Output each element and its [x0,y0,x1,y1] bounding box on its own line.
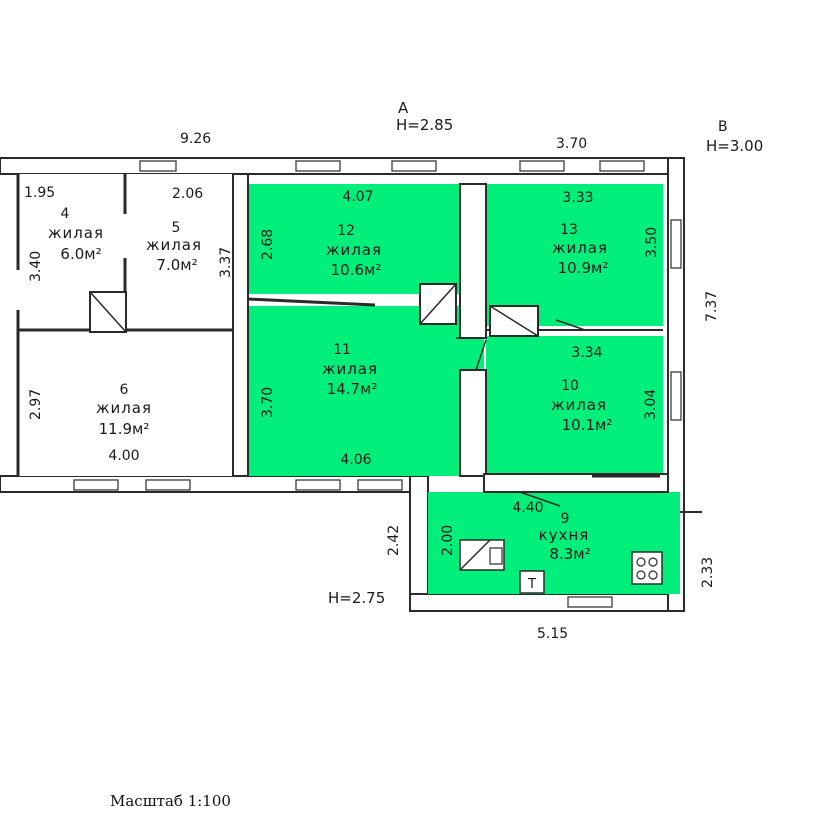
dim-annex-right: 2.33 [700,557,716,588]
room-9-height: 2.00 [440,525,456,556]
room-9-number: 9 [561,511,570,527]
room-13-width: 3.33 [562,190,593,206]
room-10-height: 3.04 [643,389,659,420]
room-9-width: 4.40 [512,500,543,516]
overall-dimensions: 9.26 3.70 5.15 7.37 2.42 2.33 [180,131,720,642]
room-10-type: жилая [551,396,607,414]
room-fills [18,174,680,594]
interior-walls [16,173,669,507]
window [670,371,682,421]
room-12-area: 10.6м² [331,261,382,279]
room-4-type: жилая [48,224,104,242]
room-4-area: 6.0м² [60,245,101,263]
room-6-number: 6 [120,382,129,398]
room-11-width: 4.06 [340,452,371,468]
cooktop-icon [631,551,663,585]
room-9: 4.40 9 кухня 8.3м² 2.00 [440,500,591,563]
room-12-type: жилая [326,241,382,259]
header-labels: А H=2.85 В H=3.00 H=2.75 [328,99,763,607]
stove-icon [419,283,457,325]
room-13-number: 13 [560,222,578,238]
window [567,596,613,608]
room-11-number: 11 [333,342,351,358]
room-12-width: 4.07 [342,189,373,205]
room-4: 1.95 4 жилая 6.0м² 3.40 [24,185,104,282]
height-b-label: H=3.00 [706,137,763,155]
room-fill-12 [248,184,460,294]
stove-symbols [89,283,539,337]
room-5-number: 5 [172,220,181,236]
sink-icon [459,539,505,571]
height-annex-label: H=2.75 [328,589,385,607]
window [145,479,191,491]
room-10-area: 10.1м² [562,416,613,434]
scale-label: Масштаб 1:100 [110,792,231,810]
window [670,219,682,269]
room-10-width: 3.34 [571,345,602,361]
window [295,160,341,172]
room-4-width: 1.95 [24,185,55,201]
room-6: 6 жилая 11.9м² 4.00 2.97 [28,382,152,464]
room-5: 2.06 5 жилая 7.0м² 3.37 [146,186,234,278]
window [519,160,565,172]
axis-a-label: А [398,99,409,117]
room-fill-10 [486,336,663,474]
room-9-area: 8.3м² [549,545,590,563]
window [357,479,403,491]
dim-side-right: 7.37 [704,291,720,322]
windows [73,160,682,608]
room-12-height: 2.68 [260,229,276,260]
room-5-width: 2.06 [172,186,203,202]
room-12: 4.07 12 жилая 10.6м² 2.68 [260,189,382,279]
room-11-height: 3.70 [260,387,276,418]
dim-annex-left: 2.42 [386,525,402,556]
room-10-number: 10 [561,378,579,394]
room-5-height: 3.37 [218,247,234,278]
room-4-height: 3.40 [28,251,44,282]
room-13-type: жилая [552,239,608,257]
window [391,160,437,172]
dim-total-right: 3.70 [556,136,587,152]
axis-b-label: В [718,119,728,135]
room-6-type: жилая [96,399,152,417]
room-12-number: 12 [337,223,355,239]
room-fill-11 [248,306,460,476]
height-a-label: H=2.85 [396,116,453,134]
dim-annex-width: 5.15 [537,626,568,642]
room-6-area: 11.9м² [99,420,150,438]
room-13: 3.33 13 жилая 10.9м² 3.50 [552,190,660,277]
stove-icon [489,305,539,337]
room-5-area: 7.0м² [156,256,197,274]
room-fill-13 [486,184,663,326]
room-6-width: 4.00 [108,448,139,464]
room-4-number: 4 [61,206,70,222]
room-13-area: 10.9м² [558,259,609,277]
room-5-type: жилая [146,236,202,254]
stove-icon [89,291,127,333]
room-6-height: 2.97 [28,389,44,420]
radiator-letter: Т [527,577,536,592]
window [73,479,119,491]
room-11-area: 14.7м² [327,380,378,398]
room-13-height: 3.50 [644,227,660,258]
dim-total-left: 9.26 [180,131,211,147]
room-9-type: кухня [539,526,590,544]
room-11-type: жилая [322,360,378,378]
kitchen-fixtures: Т [459,539,663,594]
room-10: 3.34 10 жилая 10.1м² 3.04 [551,345,659,434]
radiator-icon: Т [519,570,545,594]
window [295,479,341,491]
window [139,160,177,172]
window [599,160,645,172]
room-11: 11 жилая 14.7м² 4.06 3.70 [260,342,378,468]
